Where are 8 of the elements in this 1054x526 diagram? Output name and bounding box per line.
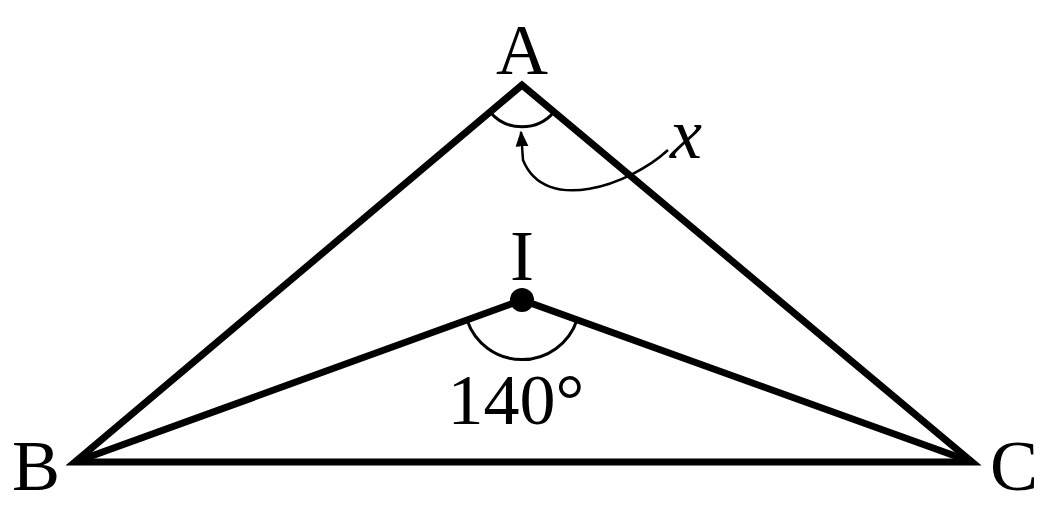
vertex-label: B (12, 430, 60, 502)
point-label: I (510, 220, 534, 292)
variable-label: x (670, 98, 702, 170)
leader-line (515, 130, 669, 192)
vertex-label: A (496, 14, 548, 86)
angle-label: 140° (447, 364, 585, 436)
vertex-label: C (990, 430, 1038, 502)
angle-arc (488, 110, 556, 129)
